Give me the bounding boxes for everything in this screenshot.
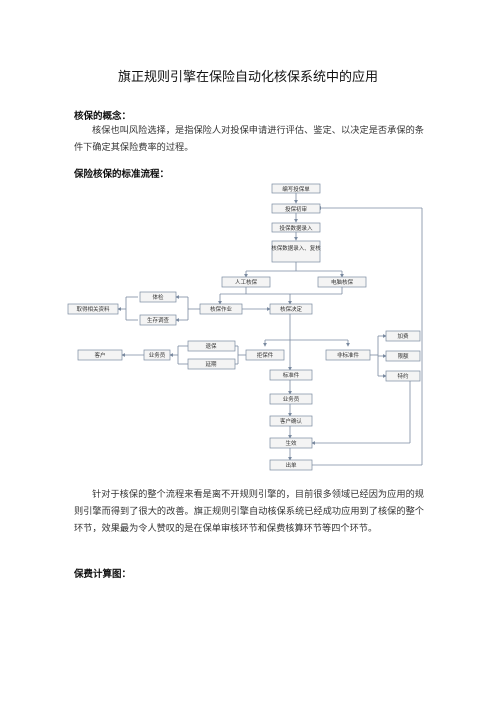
flow-node-survey — [139, 314, 177, 326]
flow-node-issue — [269, 459, 313, 471]
flow-label-customer: 客户 — [94, 351, 105, 359]
document-title: 旗正规则引擎在保险自动化核保系统中的应用 — [117, 70, 378, 85]
flow-label-survey: 生存调查 — [147, 316, 170, 324]
flow-node-standard — [269, 369, 313, 381]
flow-node-confirm — [269, 415, 313, 427]
flow-label-confirm: 客户确认 — [280, 417, 303, 425]
flow-label-obtain: 取得相关资料 — [76, 305, 110, 313]
flow-node-n2 — [271, 203, 321, 214]
flow-node-effective — [269, 437, 313, 449]
flow-label-agent: 业务员 — [149, 351, 166, 359]
flow-label-decision: 核保决定 — [280, 305, 303, 313]
flow-label-ops: 核保作业 — [210, 305, 233, 313]
flowchart-svg: 编写投保单 投保初审 投保数据录入 核保数据录入、复核 人工核保 电脑核保 体检… — [67, 183, 423, 471]
concept-paragraph: 核保也叫风险选择，是指保险人对投保申请进行评估、鉴定、以决定是否承保的条件下确定… — [74, 125, 424, 153]
underwriting-flowchart: 编写投保单 投保初审 投保数据录入 核保数据录入、复核 人工核保 电脑核保 体检… — [60, 180, 440, 480]
flow-node-obtain — [67, 303, 119, 315]
concept-heading: 核保的概念： — [74, 111, 132, 122]
flow-label-nonstd: 非标准件 — [337, 351, 360, 359]
flow-node-n1 — [271, 183, 321, 194]
flow-node-agent2 — [269, 393, 313, 405]
premium-heading: 保费计算图： — [74, 569, 132, 580]
flow-node-n3 — [271, 222, 321, 233]
flow-node-decision — [269, 303, 313, 315]
process-heading: 保险核保的标准流程： — [74, 169, 170, 180]
flow-node-n4 — [271, 240, 321, 263]
flow-label-n1: 编写投保单 — [282, 185, 310, 193]
flow-node-nonstd — [325, 349, 371, 361]
flow-label-standard: 标准件 — [283, 371, 300, 379]
flow-node-customer — [77, 349, 123, 361]
flow-node-auto — [317, 276, 367, 288]
flow-node-special — [385, 370, 421, 382]
flow-label-physical: 体检 — [152, 293, 164, 301]
flow-label-auto: 电脑核保 — [331, 278, 354, 286]
flow-node-addfee — [385, 330, 421, 342]
flow-label-agent2: 业务员 — [283, 395, 300, 403]
flow-node-agent — [143, 349, 171, 361]
flow-label-special: 特约 — [397, 372, 409, 380]
flow-node-manual — [221, 276, 271, 288]
flow-label-n3: 投保数据录入 — [279, 224, 313, 232]
flow-node-limit — [385, 350, 421, 362]
flow-label-n2: 投保初审 — [285, 205, 308, 213]
flow-label-issue: 出单 — [285, 461, 297, 469]
flow-label-postpone: 延期 — [205, 360, 217, 368]
process-paragraph: 针对于核保的整个流程来看是离不开规则引擎的，目前很多领域已经因为应用的规则引擎而… — [74, 489, 424, 534]
flow-node-refuse — [245, 349, 285, 361]
flow-label-addfee: 加费 — [397, 332, 409, 340]
flow-node-postpone — [187, 358, 236, 370]
flow-label-refuse: 拒保件 — [257, 351, 274, 359]
flow-label-n4: 核保数据录入、复核 — [271, 244, 321, 252]
flow-label-manual: 人工核保 — [235, 278, 258, 286]
flow-label-effective: 生效 — [285, 439, 297, 447]
flow-node-ops — [199, 303, 243, 315]
flow-label-limit: 限额 — [397, 352, 409, 360]
flow-node-physical — [139, 291, 177, 303]
flow-node-withdraw — [187, 340, 236, 352]
flow-label-withdraw: 退保 — [205, 342, 217, 350]
